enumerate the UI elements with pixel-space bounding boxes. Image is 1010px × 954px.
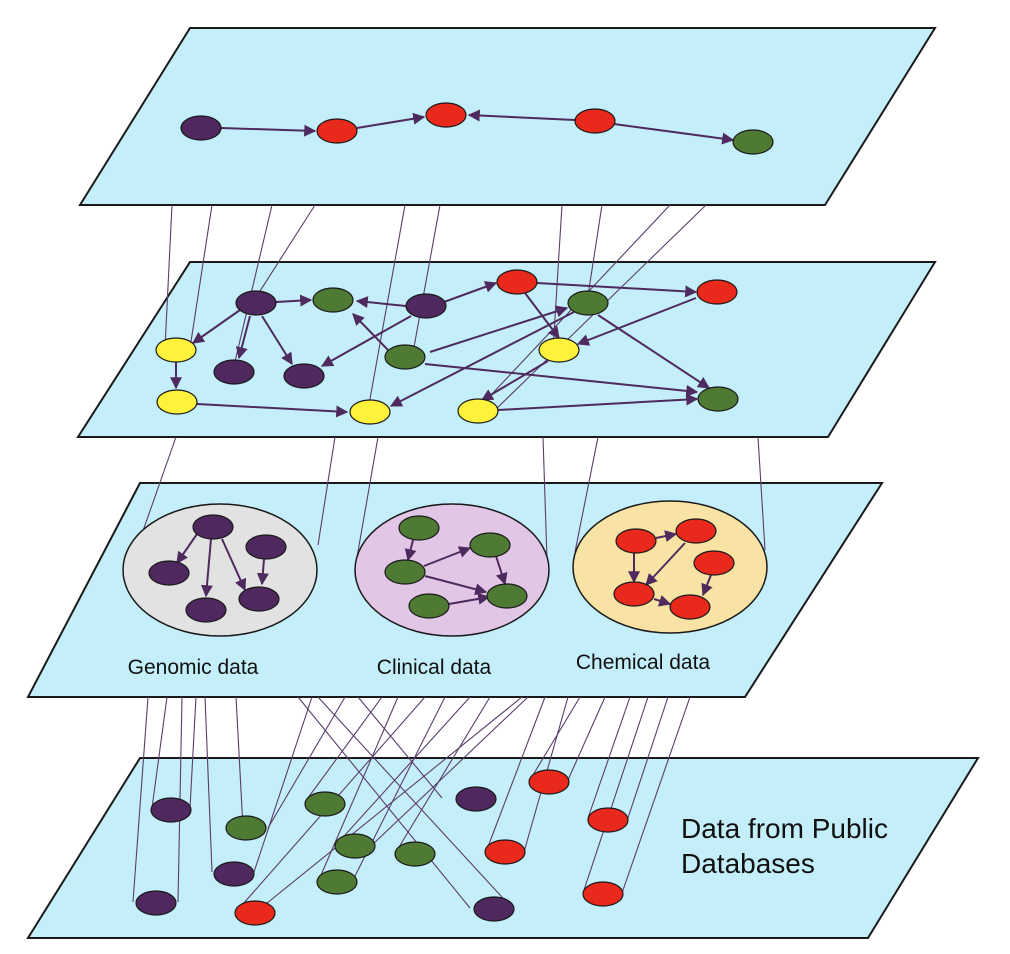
genomic-data-label: Genomic data — [128, 656, 259, 679]
pathway-node — [732, 129, 774, 155]
pathway-node — [425, 102, 467, 128]
network-node — [384, 344, 426, 370]
public-database-label-line1: Data from Public — [681, 813, 888, 844]
chemical-node — [613, 581, 655, 607]
pathway-node — [316, 118, 358, 144]
database-node — [455, 786, 497, 812]
clinical-node — [384, 559, 426, 585]
genomic-node — [192, 514, 234, 540]
database-node — [394, 841, 436, 867]
database-node — [334, 833, 376, 859]
network-node — [349, 399, 391, 425]
network-node — [567, 290, 609, 316]
chemical-nodes — [613, 518, 735, 620]
database-node — [234, 900, 276, 926]
chemical-data-cluster — [572, 500, 768, 634]
chemical-node — [693, 550, 735, 576]
network-node — [457, 398, 499, 424]
pathway-node — [574, 108, 616, 134]
genomic-node — [185, 597, 227, 623]
pathway-node — [180, 115, 222, 141]
database-node — [304, 791, 346, 817]
database-node — [484, 839, 526, 865]
genomic-node — [148, 560, 190, 586]
genomic-nodes — [148, 514, 287, 623]
database-node — [135, 890, 177, 916]
clinical-edges — [404, 539, 508, 605]
network-nodes — [155, 269, 739, 425]
database-node — [316, 869, 358, 895]
network-node — [696, 279, 738, 305]
chemical-data-label: Chemical data — [576, 651, 711, 674]
clinical-data-cluster — [354, 503, 550, 637]
database-node — [225, 815, 267, 841]
network-node — [405, 293, 447, 319]
genomic-edges — [176, 533, 269, 598]
network-node — [312, 287, 354, 313]
clinical-node — [408, 593, 450, 619]
clinical-node — [398, 515, 440, 541]
genomic-node — [245, 534, 287, 560]
clinical-node — [469, 532, 511, 558]
network-node — [213, 359, 255, 385]
chemical-node — [675, 518, 717, 544]
chemical-edges — [628, 530, 713, 607]
network-node — [155, 337, 197, 363]
database-node — [213, 861, 255, 887]
database-node — [587, 807, 629, 833]
links-dataset-to-database — [132, 696, 691, 913]
chemical-node — [615, 528, 657, 554]
database-node — [528, 769, 570, 795]
database-node — [150, 797, 192, 823]
database-nodes — [135, 769, 629, 926]
pathway-nodes — [180, 102, 774, 155]
public-database-label-line2: Databases — [681, 848, 815, 879]
network-node — [283, 363, 325, 389]
clinical-nodes — [384, 515, 528, 619]
database-node — [473, 896, 515, 922]
clinical-node — [486, 583, 528, 609]
network-node — [538, 337, 580, 363]
links-network-to-dataset — [137, 436, 766, 564]
chemical-node — [669, 594, 711, 620]
network-node — [156, 389, 198, 415]
database-node — [582, 881, 624, 907]
network-node — [697, 386, 739, 412]
network-node — [235, 290, 277, 316]
clinical-data-label: Clinical data — [377, 656, 492, 679]
network-edges — [170, 281, 711, 418]
network-node — [496, 269, 538, 295]
pathway-edges — [220, 109, 735, 145]
genomic-node — [238, 586, 280, 612]
